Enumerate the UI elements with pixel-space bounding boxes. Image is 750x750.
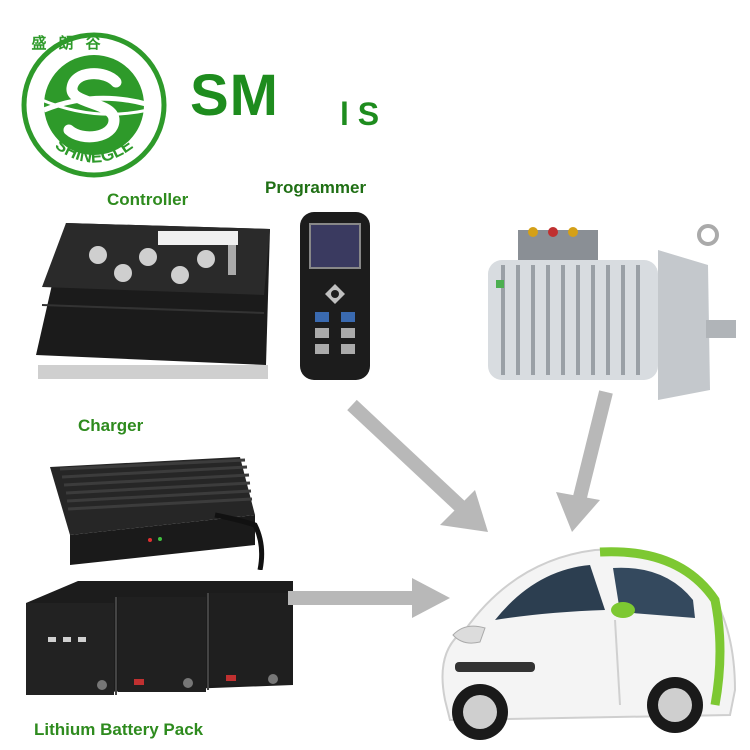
shinegle-logo: 盛朗谷 SHINEGLE [21, 32, 167, 178]
brand-heading-tail: l S [340, 96, 380, 132]
motor-image [488, 224, 736, 400]
arrow-motor-to-car [556, 390, 613, 532]
logo-char-3: 谷 [86, 34, 102, 52]
battery-image [26, 581, 293, 695]
controller-image [36, 223, 270, 379]
logo-char-2: 朗 [58, 34, 73, 52]
logo-char-1: 盛 [31, 34, 46, 52]
charger-image [50, 457, 265, 570]
arrow-battery-to-car [288, 578, 450, 618]
arrow-programmer-to-car [347, 399, 488, 532]
logo-chinese-text: 盛朗谷 [31, 34, 101, 52]
programmer-image [300, 212, 370, 380]
programmer-label: Programmer [265, 178, 367, 197]
brand-heading: SM [190, 63, 279, 128]
charger-label: Charger [78, 416, 144, 435]
battery-label: Lithium Battery Pack [34, 720, 204, 739]
controller-label: Controller [107, 190, 189, 209]
electric-car-image [441, 547, 737, 740]
